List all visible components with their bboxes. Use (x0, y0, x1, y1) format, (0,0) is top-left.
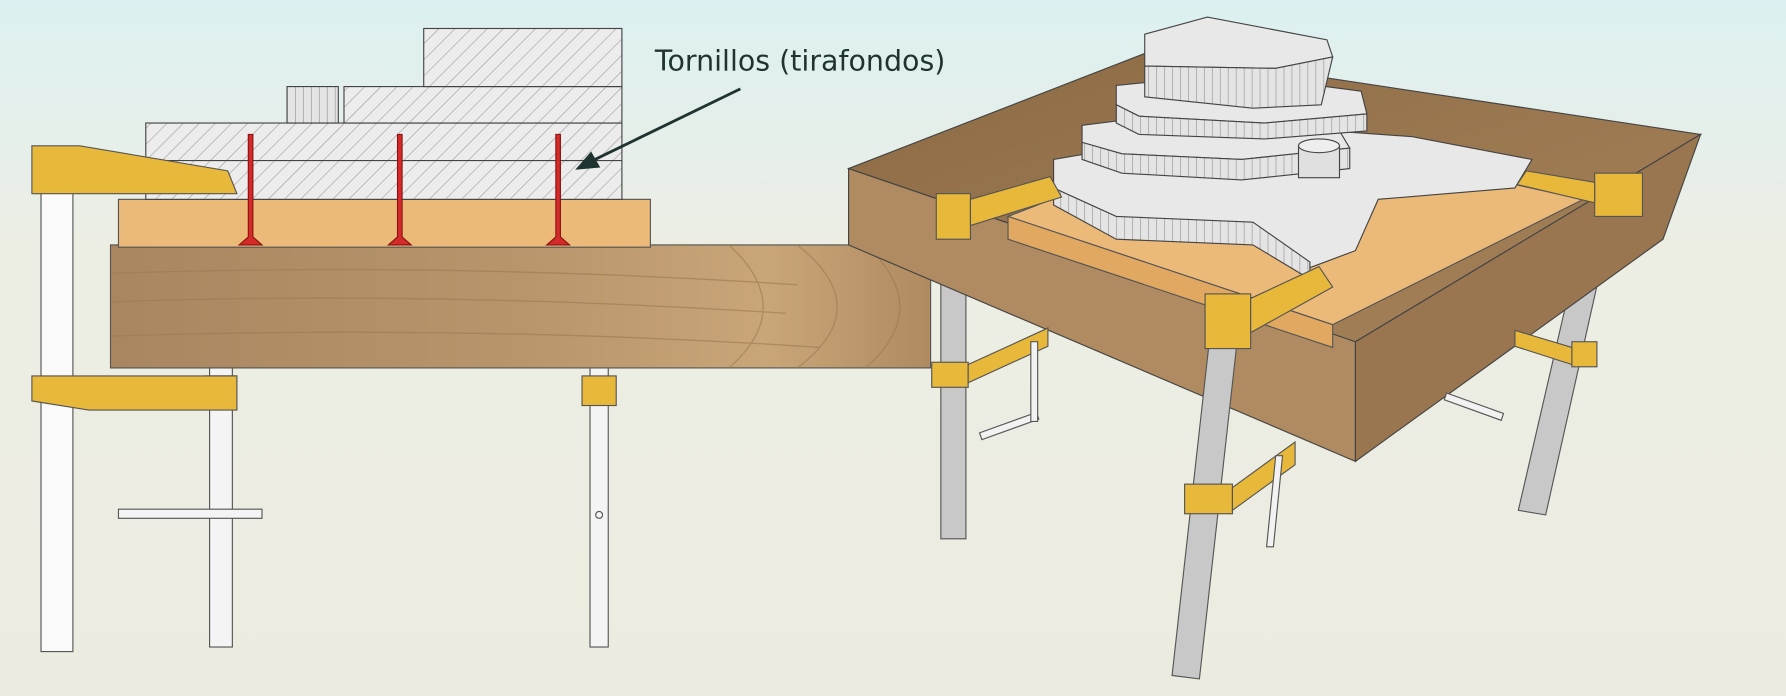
perspective-view (846, 16, 1703, 680)
leg-right (581, 367, 617, 648)
layer-3 (423, 27, 623, 88)
screws (237, 133, 572, 246)
workbench-beam (109, 244, 932, 369)
layer-2 (343, 86, 623, 124)
bar-clamps-3d (931, 170, 1644, 388)
side-view: Tornillos (tirafondos) (31, 27, 945, 653)
terrain-model (1053, 16, 1533, 281)
screw (545, 133, 572, 246)
screw (237, 133, 264, 246)
screw (386, 133, 413, 246)
bar-clamp-left (31, 145, 238, 653)
base-board (117, 198, 651, 248)
annotation-label: Tornillos (tirafondos) (654, 45, 945, 78)
arrow-icon (575, 87, 741, 170)
layer-2-post (286, 86, 339, 124)
